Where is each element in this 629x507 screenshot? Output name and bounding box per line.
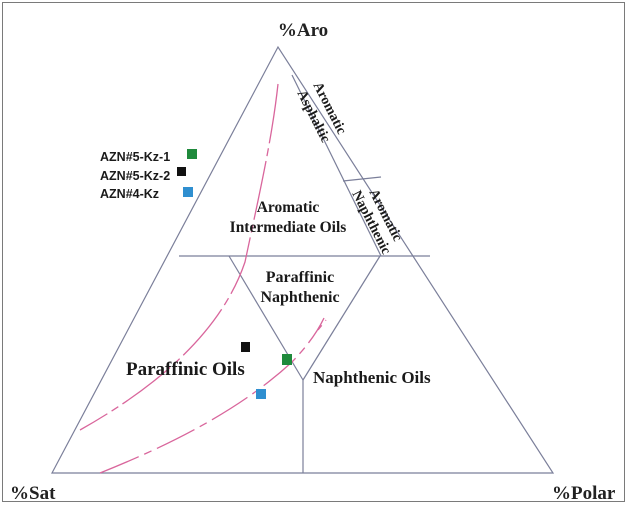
sample-point-azn5-kz-1 [282,354,292,365]
vertex-label-aro: %Aro [278,20,328,41]
asphaltic-boundary-line [291,74,382,257]
sample-point-azn4-kz [256,389,266,399]
region-aromatic-intermediate-line1: Aromatic [257,199,320,216]
legend-marker-3 [183,187,193,197]
region-aromatic-naphthenic: Aromatic Naphthenic [348,187,404,257]
region-paraffinic-oils: Paraffinic Oils [126,359,245,380]
legend: AZN#5-Kz-1 AZN#5-Kz-2 AZN#4-Kz [100,149,197,201]
region-naphthenic-oils: Naphthenic Oils [313,368,431,387]
region-aromatic-intermediate-line2: Intermediate Oils [230,219,347,236]
sample-point-azn5-kz-2 [241,342,250,352]
legend-label-1: AZN#5-Kz-1 [100,150,170,164]
region-paraffinic-naphthenic-line2: Naphthenic [260,289,339,306]
pink-boundary-short [317,319,327,331]
pink-boundary-lower [99,317,325,474]
legend-label-2: AZN#5-Kz-2 [100,169,170,183]
diagram-frame [2,2,625,502]
vertex-label-polar: %Polar [552,483,616,504]
legend-marker-1 [187,149,197,159]
legend-label-3: AZN#4-Kz [100,187,159,201]
legend-marker-2 [177,167,186,176]
pn-right-line [302,255,381,381]
region-paraffinic-naphthenic-line1: Paraffinic [266,269,334,286]
vertex-label-sat: %Sat [10,483,56,504]
pink-boundary-upper [79,83,279,431]
asphaltic-naphthenic-divider [342,176,382,182]
region-aromatic-asphaltic: Aromatic Asphaltic [294,80,349,145]
